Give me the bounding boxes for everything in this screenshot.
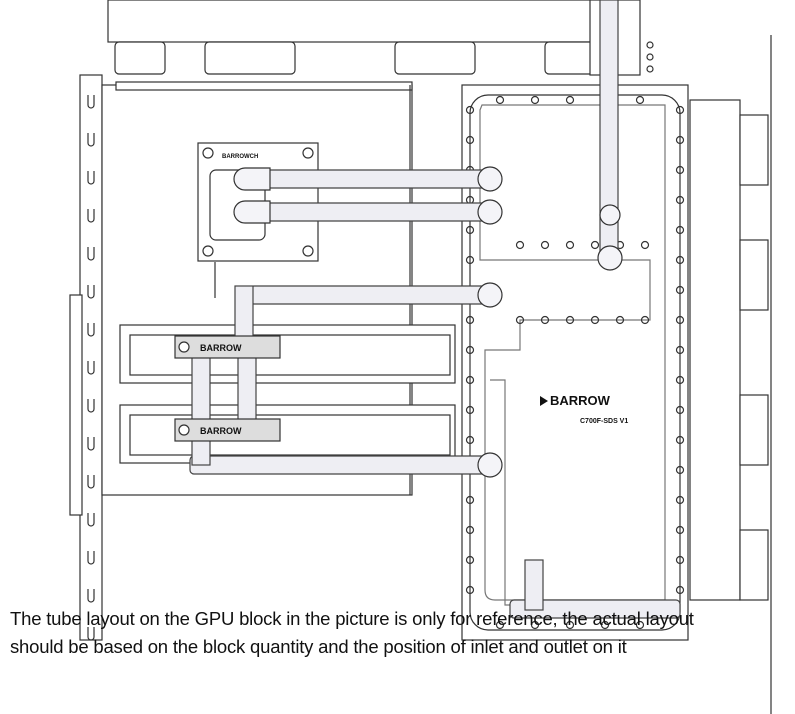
gpu-terminal-2 [174, 418, 281, 442]
screw [675, 315, 685, 325]
cpu-block-brand: BARROWCH [222, 154, 258, 160]
screw [615, 315, 625, 325]
bracket-slot [87, 247, 95, 261]
screw [675, 555, 685, 565]
screw [515, 240, 525, 250]
screw [675, 525, 685, 535]
screw [675, 405, 685, 415]
screw [465, 225, 475, 235]
gpu-card-1 [119, 324, 456, 384]
radiator [689, 99, 769, 601]
bracket-slot [87, 627, 95, 641]
screw [465, 255, 475, 265]
screw [465, 585, 475, 595]
screw [465, 345, 475, 355]
screw [640, 240, 650, 250]
screw [675, 435, 685, 445]
screw [465, 495, 475, 505]
screw [465, 405, 475, 415]
caption-line-2: should be based on the block quantity an… [10, 636, 627, 657]
screw [675, 495, 685, 505]
bracket-slot [87, 171, 95, 185]
screw [530, 95, 540, 105]
screw [600, 620, 610, 630]
screw [495, 95, 505, 105]
bracket-slot [87, 551, 95, 565]
screw [465, 525, 475, 535]
screw [675, 165, 685, 175]
screw [675, 105, 685, 115]
bracket-slot [87, 285, 95, 299]
plate-model: C700F-SDS V1 [580, 418, 628, 425]
screw [465, 315, 475, 325]
screw [465, 135, 475, 145]
screw [565, 95, 575, 105]
screw [675, 345, 685, 355]
top-fan-bank [107, 0, 654, 76]
bracket-slot [87, 323, 95, 337]
screw [675, 375, 685, 385]
bracket-slot [87, 589, 95, 603]
bracket-slot [87, 399, 95, 413]
bracket-slot [87, 361, 95, 375]
screw [675, 195, 685, 205]
barrow-logo-icon [540, 396, 548, 406]
gpu-card-2 [119, 404, 456, 464]
screw [515, 315, 525, 325]
screw [675, 285, 685, 295]
screw [675, 135, 685, 145]
screw [465, 435, 475, 445]
pci-bracket-strip [69, 74, 103, 641]
bracket-slot [87, 95, 95, 109]
screw [465, 105, 475, 115]
screw [675, 255, 685, 265]
fittings [233, 166, 623, 478]
screw [675, 225, 685, 235]
screw [675, 465, 685, 475]
screw [530, 620, 540, 630]
screw [635, 620, 645, 630]
plate-brand: BARROW [550, 393, 611, 408]
bracket-slot [87, 513, 95, 527]
screw [465, 555, 475, 565]
screw [495, 620, 505, 630]
bracket-slot [87, 437, 95, 451]
screw [540, 240, 550, 250]
screw [565, 240, 575, 250]
screw [640, 315, 650, 325]
gpu-terminal-1 [174, 335, 281, 359]
screw [565, 620, 575, 630]
screw [590, 315, 600, 325]
screw [675, 585, 685, 595]
screw [590, 240, 600, 250]
bracket-slot [87, 475, 95, 489]
screw [465, 375, 475, 385]
screw [565, 315, 575, 325]
screw [540, 315, 550, 325]
caption-line-1: The tube layout on the GPU block in the … [10, 608, 694, 629]
gpu-terminal-2-brand: BARROW [200, 426, 242, 436]
bracket-slot [87, 209, 95, 223]
tubes [189, 0, 681, 619]
screw [635, 95, 645, 105]
bracket-slot [87, 133, 95, 147]
gpu-terminal-1-brand: BARROW [200, 343, 242, 353]
